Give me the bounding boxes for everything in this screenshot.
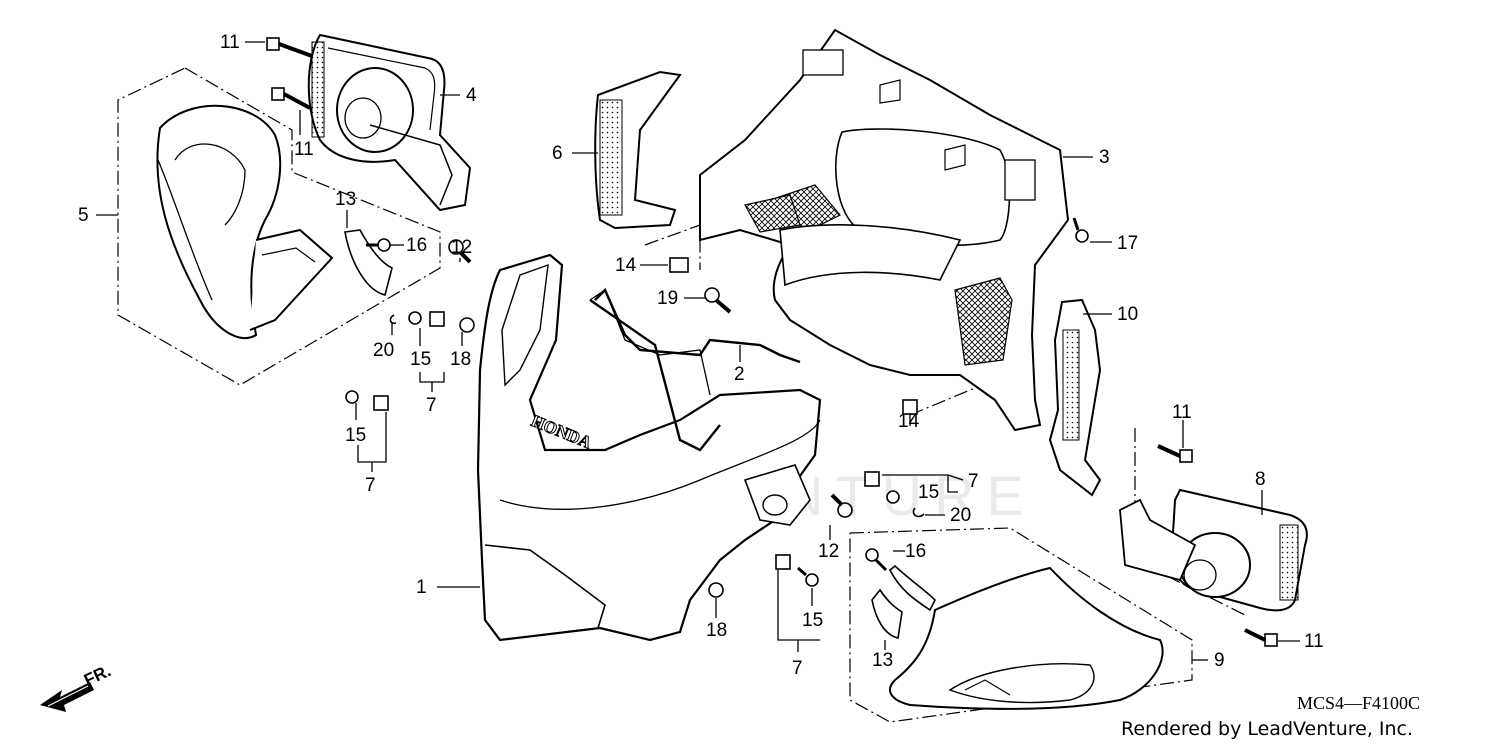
callout-4: 4 [466, 85, 477, 106]
callout-1: 1 [416, 577, 427, 598]
part-4-left-pocket-box [307, 33, 472, 212]
clip-13-left [344, 229, 393, 296]
bolt-12-lower [830, 493, 853, 518]
part-5-left-pocket-cover [156, 104, 334, 340]
callout-15: 15 [410, 349, 432, 370]
bolt-11-right-lower [1244, 628, 1278, 647]
nut-15-left [429, 311, 445, 327]
clip-13-right-b [888, 564, 936, 612]
callout-18: 18 [706, 620, 728, 641]
collar-15-left [408, 311, 422, 325]
callout-18: 18 [450, 349, 472, 370]
part-3-inner-panel [699, 28, 1070, 432]
callout-8: 8 [1255, 469, 1266, 490]
leader-lines [96, 41, 1300, 661]
clip-13-right [871, 588, 903, 639]
collar-15-lower [345, 390, 359, 404]
screw-17 [1072, 217, 1089, 243]
screw-16-right [865, 548, 888, 572]
part-8-right-pocket-box [1119, 488, 1308, 612]
diagram-reference-code: MCS4—F4100C [1297, 693, 1421, 713]
callout-11: 11 [1172, 402, 1192, 423]
bolt-11-lower [271, 87, 311, 110]
bolt-11-upper [266, 37, 313, 58]
callout-14: 14 [615, 255, 637, 276]
callout-6: 6 [552, 143, 563, 164]
callout-11: 11 [1304, 631, 1324, 652]
callout-13: 13 [872, 650, 894, 671]
callout-7: 7 [365, 475, 376, 496]
bolt-19 [704, 287, 732, 314]
callout-16: 16 [406, 235, 428, 256]
callout-13: 13 [335, 189, 357, 210]
bolt-11-right-upper [1157, 444, 1193, 463]
nut-15-bottom [775, 554, 791, 570]
callout-15: 15 [918, 482, 940, 503]
callout-7: 7 [426, 395, 437, 416]
nut-18-left [459, 317, 475, 333]
render-credit: Rendered by LeadVenture, Inc. [1121, 718, 1414, 740]
part-9-right-pocket-cover [889, 566, 1164, 710]
nut-15-lower [373, 395, 389, 411]
callout-7: 7 [792, 658, 803, 679]
callout-2: 2 [734, 364, 745, 385]
clip-14-upper [669, 257, 689, 273]
fasteners [266, 37, 1278, 647]
callout-7: 7 [968, 471, 979, 492]
callout-9: 9 [1214, 650, 1225, 671]
callout-11: 11 [294, 139, 314, 160]
front-direction-arrow [40, 682, 94, 712]
part-6-inner-bracket [594, 70, 682, 230]
part-2-stay-wire [589, 287, 801, 452]
callout-14: 14 [898, 411, 920, 432]
washer-20-left [389, 314, 397, 325]
washer-20-right [912, 507, 925, 518]
callout-15: 15 [802, 610, 824, 631]
nut-18-bottom [708, 582, 724, 598]
screw-15-bottom [797, 566, 819, 587]
callout-20: 20 [950, 505, 972, 526]
callout-19: 19 [657, 288, 679, 309]
collar-15-right [886, 490, 900, 504]
callout-15: 15 [345, 425, 367, 446]
callout-17: 17 [1117, 233, 1139, 254]
callout-16: 16 [905, 541, 927, 562]
callout-3: 3 [1099, 147, 1110, 168]
part-10-right-bracket [1048, 298, 1102, 497]
callout-11: 11 [220, 32, 240, 53]
nut-15-right [864, 471, 880, 487]
callout-5: 5 [78, 205, 89, 226]
callout-20: 20 [373, 340, 395, 361]
callout-10: 10 [1117, 304, 1139, 325]
callout-12: 12 [818, 541, 840, 562]
callout-12: 12 [451, 237, 473, 258]
part-1-main-cowl: HONDA [476, 253, 822, 642]
bolt-12-upper [448, 239, 472, 264]
